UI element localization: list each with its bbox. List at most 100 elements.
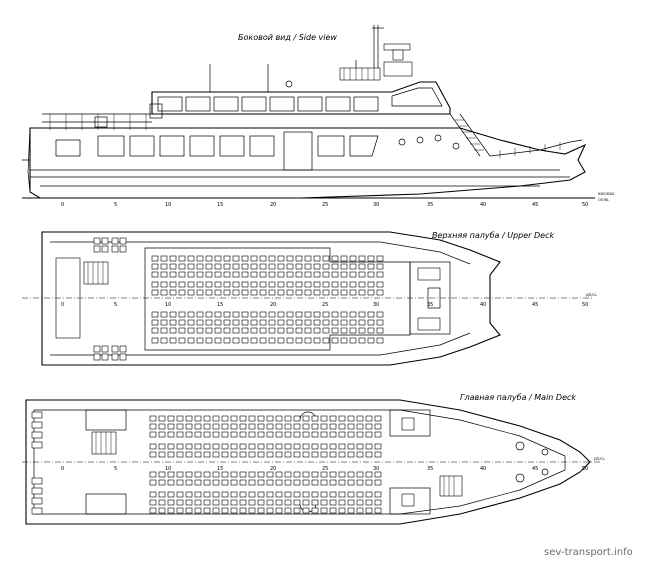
passenger-seat	[221, 479, 229, 486]
upper-deck-seats	[151, 255, 384, 344]
passenger-seat	[187, 337, 195, 344]
passenger-seat	[169, 281, 177, 288]
passenger-seat	[268, 255, 276, 262]
passenger-seat	[160, 281, 168, 288]
frame-number: 50	[582, 466, 588, 472]
passenger-seat	[239, 507, 247, 514]
passenger-seat	[167, 451, 175, 458]
passenger-seat	[302, 479, 310, 486]
passenger-seat	[185, 499, 193, 506]
passenger-seat	[203, 491, 211, 498]
passenger-seat	[212, 443, 220, 450]
passenger-seat	[239, 479, 247, 486]
passenger-seat	[169, 289, 177, 296]
passenger-seat	[347, 415, 355, 422]
passenger-seat	[266, 499, 274, 506]
passenger-seat	[158, 491, 166, 498]
passenger-seat	[275, 423, 283, 430]
passenger-seat	[223, 281, 231, 288]
passenger-seat	[284, 491, 292, 498]
passenger-seat	[221, 415, 229, 422]
passenger-seat	[196, 319, 204, 326]
passenger-seat	[277, 263, 285, 270]
passenger-seat	[257, 499, 265, 506]
frame-number: 40	[480, 302, 486, 308]
passenger-seat	[374, 479, 382, 486]
passenger-seat	[239, 431, 247, 438]
passenger-seat	[203, 451, 211, 458]
passenger-seat	[221, 431, 229, 438]
frame-number: 35	[427, 202, 433, 208]
passenger-seat	[374, 451, 382, 458]
mast	[209, 25, 413, 92]
passenger-seat	[167, 431, 175, 438]
passenger-seat	[347, 451, 355, 458]
passenger-seat	[295, 289, 303, 296]
passenger-seat	[250, 327, 258, 334]
passenger-seat	[232, 263, 240, 270]
passenger-seat	[158, 451, 166, 458]
passenger-seat	[376, 327, 384, 334]
passenger-seat	[230, 451, 238, 458]
passenger-seat	[338, 499, 346, 506]
passenger-seat	[151, 289, 159, 296]
passenger-seat	[268, 289, 276, 296]
passenger-seat	[340, 311, 348, 318]
passenger-seat	[241, 327, 249, 334]
passenger-seat	[293, 479, 301, 486]
passenger-seat	[160, 255, 168, 262]
passenger-seat	[374, 431, 382, 438]
passenger-seat	[349, 327, 357, 334]
passenger-seat	[320, 431, 328, 438]
passenger-seat	[187, 263, 195, 270]
passenger-seat	[178, 263, 186, 270]
passenger-seat	[205, 281, 213, 288]
passenger-seat	[374, 499, 382, 506]
passenger-seat	[349, 311, 357, 318]
passenger-seat	[277, 255, 285, 262]
passenger-seat	[358, 271, 366, 278]
passenger-seat	[374, 491, 382, 498]
passenger-seat	[160, 271, 168, 278]
frame-number: 5	[114, 202, 117, 208]
passenger-seat	[295, 263, 303, 270]
passenger-seat	[167, 471, 175, 478]
passenger-seat	[167, 499, 175, 506]
hull-profile	[29, 127, 587, 199]
passenger-seat	[356, 491, 364, 498]
passenger-seat	[367, 319, 375, 326]
passenger-seat	[358, 311, 366, 318]
passenger-seat	[187, 271, 195, 278]
frame-number: 10	[165, 302, 171, 308]
passenger-seat	[304, 327, 312, 334]
passenger-seat	[185, 443, 193, 450]
frame-number: 25	[322, 202, 328, 208]
frame-number: 20	[270, 302, 276, 308]
passenger-seat	[302, 451, 310, 458]
passenger-seat	[185, 451, 193, 458]
passenger-seat	[160, 327, 168, 334]
passenger-seat	[194, 499, 202, 506]
passenger-seat	[340, 319, 348, 326]
passenger-seat	[232, 271, 240, 278]
passenger-seat	[176, 443, 184, 450]
upper-deck-plan: Верхняя палуба / Upper Deck Д	[22, 231, 597, 366]
main-deck-stairs	[91, 431, 117, 455]
passenger-seat	[239, 415, 247, 422]
main-deck-seats	[149, 415, 382, 514]
passenger-seat	[151, 255, 159, 262]
passenger-seat	[320, 443, 328, 450]
passenger-seat	[178, 289, 186, 296]
passenger-seat	[349, 255, 357, 262]
passenger-seat	[320, 451, 328, 458]
passenger-seat	[250, 319, 258, 326]
passenger-seat	[277, 337, 285, 344]
passenger-seat	[223, 263, 231, 270]
passenger-seat	[151, 327, 159, 334]
passenger-seat	[185, 471, 193, 478]
passenger-seat	[266, 491, 274, 498]
passenger-seat	[158, 423, 166, 430]
main-deck-outline	[25, 399, 591, 525]
upper-deck-title: Верхняя палуба / Upper Deck	[432, 231, 554, 240]
passenger-seat	[241, 263, 249, 270]
